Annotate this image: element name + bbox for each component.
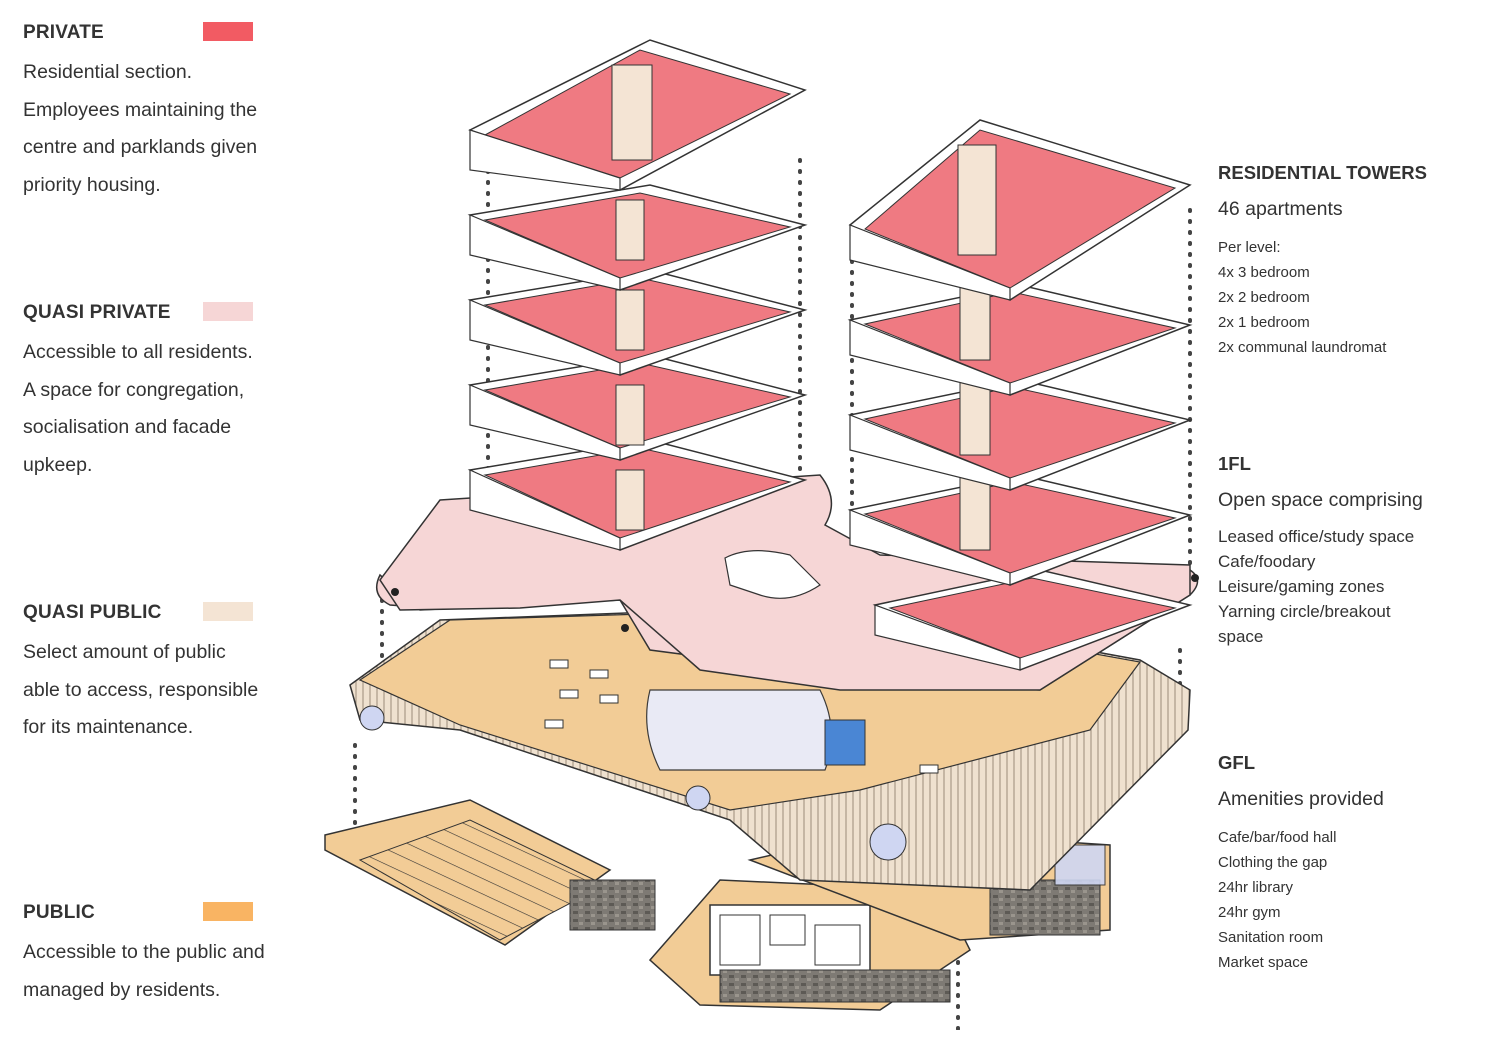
tower-east-level	[848, 119, 1192, 301]
towers-notes: RESIDENTIAL TOWERS 46 apartments Per lev…	[1218, 162, 1478, 360]
tower-east-level	[847, 374, 1193, 491]
tower-west-level	[468, 39, 807, 191]
legend-description: Residential section.Employees maintainin…	[23, 61, 258, 196]
ground-floor-notes: GFL Amenities provided Cafe/bar/food hal…	[1218, 752, 1478, 975]
list-item: 2x 2 bedroom	[1218, 289, 1310, 306]
towers-subtitle: 46 apartments	[1218, 198, 1343, 220]
tower-west	[467, 39, 808, 551]
per-level-label: Per level:	[1218, 239, 1281, 256]
legend-quasi-private: QUASI PRIVATE Accessible to all resident…	[23, 302, 323, 484]
list-item: Clothing the gap	[1218, 854, 1328, 871]
tower-east-level	[847, 469, 1193, 586]
list-item: Market space	[1218, 954, 1309, 971]
legend-title: PUBLIC	[23, 902, 323, 924]
color-swatch-public	[203, 902, 253, 921]
list-item: Sanitation room	[1218, 929, 1324, 946]
ground-floor-stair-deck	[324, 799, 656, 946]
color-swatch-quasi-private	[203, 302, 253, 321]
list-item: 24hr library	[1218, 879, 1294, 896]
color-swatch-private	[203, 22, 253, 41]
tower-west-level	[467, 269, 808, 376]
tower-east-level	[872, 569, 1193, 671]
list-item: space	[1218, 627, 1264, 646]
tower-west-level	[467, 184, 808, 291]
ground-floor-list: Cafe/bar/food hall Clothing the gap 24hr…	[1218, 825, 1478, 975]
exploded-axonometric-diagram	[324, 39, 1199, 1030]
tower-east-level	[847, 279, 1193, 396]
legend-title: PRIVATE	[23, 22, 323, 44]
towers-list: 4x 3 bedroom 2x 2 bedroom 2x 1 bedroom 2…	[1218, 260, 1478, 360]
legend-title: QUASI PRIVATE	[23, 302, 323, 324]
tower-west-level	[467, 354, 808, 461]
legend-private: PRIVATE Residential section.Employees ma…	[23, 22, 323, 204]
list-item: Leisure/gaming zones	[1218, 577, 1385, 596]
list-item: 2x 1 bedroom	[1218, 314, 1310, 331]
list-item: Cafe/foodary	[1218, 552, 1316, 571]
tower-east	[847, 119, 1193, 671]
list-item: Cafe/bar/food hall	[1218, 829, 1337, 846]
list-item: Yarning circle/breakout	[1218, 602, 1391, 621]
color-swatch-quasi-public	[203, 602, 253, 621]
towers-title: RESIDENTIAL TOWERS	[1218, 162, 1428, 183]
list-item: Leased office/study space	[1218, 527, 1415, 546]
first-floor-list: Leased office/study space Cafe/foodary L…	[1218, 524, 1478, 649]
list-item: 24hr gym	[1218, 904, 1281, 921]
first-floor-title: 1FL	[1218, 453, 1251, 474]
tower-west-level	[467, 439, 808, 551]
list-item: 2x communal laundromat	[1218, 339, 1387, 356]
legend-title: QUASI PUBLIC	[23, 602, 323, 624]
ground-floor-title: GFL	[1218, 752, 1255, 773]
ground-floor-subtitle: Amenities provided	[1218, 788, 1384, 810]
list-item: 4x 3 bedroom	[1218, 264, 1310, 281]
first-floor-subtitle: Open space comprising	[1218, 489, 1423, 511]
legend-description: Accessible to all residents.A space for …	[23, 341, 253, 476]
first-floor-notes: 1FL Open space comprising Leased office/…	[1218, 453, 1478, 649]
